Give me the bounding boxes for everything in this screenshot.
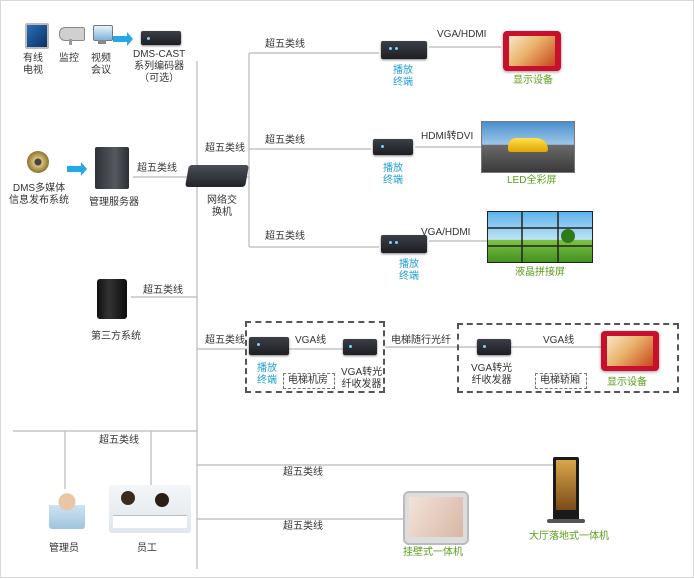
cable-label-elevator: 超五类线: [205, 335, 245, 346]
staff-desk: [113, 515, 187, 528]
cable-label-switch: 超五类线: [205, 143, 245, 154]
player-terminal-icon: [381, 235, 427, 253]
elevator-car-group: [457, 323, 679, 393]
cable-label-wall: 超五类线: [283, 521, 323, 532]
cable-label-users: 超五类线: [99, 435, 139, 446]
cable-label-third-party: 超五类线: [143, 285, 183, 296]
elevator-car-tag: [535, 373, 587, 389]
link-label-row2: HDMI转DVI: [421, 131, 474, 142]
server-label: 管理服务器: [89, 197, 139, 208]
kiosk-base: [547, 519, 585, 523]
camera-stand: [69, 39, 72, 45]
wall-unit-screen: [409, 497, 463, 537]
server-icon: [95, 147, 129, 189]
display-device-monitor: [503, 31, 561, 71]
converter-label-left: VGA转光 纤收发器: [341, 367, 383, 390]
staff-photo: [109, 485, 191, 533]
tv-label: 有线 电视: [23, 53, 43, 76]
camera-icon: [59, 27, 85, 41]
admin-label: 管理员: [49, 543, 79, 554]
wall-unit-label: 挂壁式一体机: [403, 547, 463, 558]
elevator-room-group: [245, 321, 385, 393]
admin-photo: [49, 489, 85, 529]
tree-shape: [561, 229, 575, 243]
led-screen: [481, 121, 575, 173]
tv-icon: [25, 23, 49, 49]
network-switch-icon: [185, 165, 249, 187]
elevator-car-label: 电梯轿厢: [540, 375, 580, 386]
player-terminal-label: 播放 终端: [399, 259, 419, 282]
video-wall-grid: [487, 211, 593, 263]
cable-label-kiosk: 超五类线: [283, 467, 323, 478]
elevator-room-label: 电梯机房: [288, 375, 328, 386]
player-terminal-label: 播放 终端: [393, 65, 413, 88]
staff-person-1: [121, 491, 135, 505]
vga-link-label-right: VGA线: [543, 335, 575, 346]
cable-label-server: 超五类线: [137, 163, 177, 174]
player-terminal-label: 播放 终端: [257, 363, 277, 386]
video-conference-icon: [93, 25, 113, 41]
third-party-label: 第三方系统: [91, 331, 141, 342]
display-device-label: 显示设备: [607, 377, 647, 388]
fiber-converter-icon: [477, 339, 511, 355]
fiber-label: 电梯随行光纤: [391, 335, 451, 346]
dms-disc-icon: [27, 151, 49, 173]
kiosk-label: 大厅落地式一体机: [529, 531, 609, 542]
video-wall-label: 液晶拼接屏: [515, 267, 565, 278]
player-terminal-icon: [381, 41, 427, 59]
cable-label-row2: 超五类线: [265, 135, 305, 146]
video-conference-label: 视频 会议: [91, 53, 111, 76]
fiber-converter-icon: [343, 339, 377, 355]
switch-label: 网络交 换机: [207, 195, 237, 218]
car-shape: [508, 138, 548, 152]
player-terminal-icon: [249, 337, 289, 355]
staff-label: 员工: [137, 543, 157, 554]
video-wall: [487, 211, 593, 263]
link-label-row1: VGA/HDMI: [437, 29, 487, 40]
player-terminal-label: 播放 终端: [383, 163, 403, 186]
encoder-icon: [141, 31, 181, 45]
encoder-label: DMS-CAST 系列编码器 （可选）: [133, 49, 186, 84]
kiosk-icon: [553, 457, 579, 521]
cable-label-row3: 超五类线: [265, 231, 305, 242]
link-label-row3: VGA/HDMI: [421, 227, 471, 238]
wall-unit-icon: [403, 491, 469, 545]
player-terminal-icon: [373, 139, 413, 155]
staff-person-2: [155, 493, 169, 507]
elevator-room-tag: [283, 373, 335, 389]
display-device-label: 显示设备: [513, 75, 553, 86]
video-conference-base: [98, 40, 106, 44]
display-device-monitor: [601, 331, 659, 371]
monitoring-label: 监控: [59, 53, 79, 64]
converter-label-right: VGA转光 纤收发器: [471, 363, 513, 386]
kiosk-screen: [556, 460, 576, 510]
cable-label-row1: 超五类线: [265, 39, 305, 50]
dms-label: DMS多媒体 信息发布系统: [9, 183, 69, 206]
led-screen-label: LED全彩屏: [507, 175, 557, 186]
vga-link-label: VGA线: [295, 335, 327, 346]
third-party-tower-icon: [97, 279, 127, 319]
